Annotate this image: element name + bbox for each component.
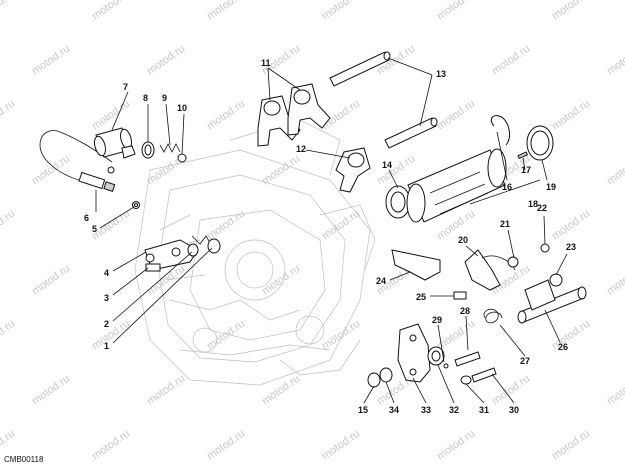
- engine-casing-outline: [134, 119, 376, 386]
- watermark-text: motod.ru: [550, 208, 592, 243]
- watermark-text: motod.ru: [550, 98, 592, 133]
- callout-9: 9: [162, 93, 167, 103]
- callout-29: 29: [432, 315, 442, 325]
- watermark-text: motod.ru: [260, 263, 302, 298]
- watermark-text: motod.ru: [605, 153, 625, 188]
- callout-15: 15: [358, 405, 368, 415]
- watermark-text: motod.ru: [0, 0, 17, 22]
- callout-33: 33: [421, 405, 431, 415]
- callout-25: 25: [416, 292, 426, 302]
- callout-31: 31: [479, 405, 489, 415]
- callout-2: 2: [104, 319, 109, 329]
- callout-6: 6: [84, 213, 89, 223]
- watermark-text: motod.ru: [205, 208, 247, 243]
- callout-labels: 1 2 3 4 5 6 7 8 9 10 11 12 13 14 15 16 1…: [84, 58, 576, 415]
- watermark-text: motod.ru: [90, 318, 132, 353]
- watermark-text: motod.ru: [605, 373, 625, 408]
- callout-32: 32: [449, 405, 459, 415]
- watermark-text: motod.ru: [550, 0, 592, 22]
- callout-26: 26: [558, 342, 568, 352]
- watermark-text: motod.ru: [205, 428, 247, 463]
- callout-11: 11: [261, 58, 271, 68]
- callout-13: 13: [436, 69, 446, 79]
- watermark-text: motod.ru: [435, 98, 477, 133]
- callout-8: 8: [143, 93, 148, 103]
- watermark-text: motod.ru: [90, 428, 132, 463]
- callout-21: 21: [500, 219, 510, 229]
- callout-22: 22: [537, 203, 547, 213]
- lower-plate-assembly: [367, 323, 497, 388]
- callout-7: 7: [123, 82, 128, 92]
- watermark-text: motod.ru: [320, 318, 362, 353]
- watermark-text: motod.ru: [30, 263, 72, 298]
- watermark-text: motod.ru: [435, 0, 477, 22]
- watermark-text: motod.ru: [490, 373, 532, 408]
- callout-5: 5: [92, 224, 97, 234]
- return-spring: [483, 308, 503, 324]
- gear-position-sensor: [39, 130, 140, 209]
- callout-23: 23: [566, 242, 576, 252]
- watermark-text: motod.ru: [205, 318, 247, 353]
- selector-detent-parts: [94, 127, 187, 163]
- shift-forks: [257, 83, 331, 147]
- watermark-text: motod.ru: [375, 153, 417, 188]
- watermark-text: motod.ru: [205, 0, 247, 22]
- watermark-text: motod.ru: [145, 43, 187, 78]
- watermark-text: motod.ru: [90, 0, 132, 22]
- callout-17: 17: [521, 165, 531, 175]
- gear-shift-shaft: [517, 273, 587, 324]
- watermark-text: motod.ru: [260, 373, 302, 408]
- callout-18: 18: [528, 199, 538, 209]
- watermark-text: motod.ru: [605, 43, 625, 78]
- drawing-code: CMB00118: [4, 455, 44, 464]
- watermark-text: motod.ru: [435, 428, 477, 463]
- callout-10: 10: [177, 103, 187, 113]
- callout-1: 1: [104, 341, 109, 351]
- callout-16: 16: [502, 182, 512, 192]
- watermark-text: motod.ru: [550, 428, 592, 463]
- watermark-text: motod.ru: [550, 318, 592, 353]
- shift-fork-single: [335, 147, 371, 193]
- callout-14: 14: [382, 160, 392, 170]
- callout-28: 28: [460, 306, 470, 316]
- watermark-text: motod.ru: [205, 98, 247, 133]
- callout-19: 19: [546, 182, 556, 192]
- watermark-text: motod.ru: [30, 373, 72, 408]
- watermark-text: motod.ru: [30, 43, 72, 78]
- shift-ratchet-parts: [391, 243, 550, 300]
- leader-lines: [95, 57, 568, 404]
- watermark-text: motod.ru: [320, 428, 362, 463]
- callout-34: 34: [389, 405, 399, 415]
- watermark-text: motod.ru: [605, 263, 625, 298]
- callout-4: 4: [104, 268, 109, 278]
- callout-20: 20: [458, 235, 468, 245]
- callout-27: 27: [520, 356, 530, 366]
- watermark-text: motod.ru: [145, 373, 187, 408]
- watermark-text: motod.ru: [320, 0, 362, 22]
- callout-3: 3: [104, 293, 109, 303]
- selector-drum: [385, 115, 554, 223]
- watermark-text: motod.ru: [0, 208, 17, 243]
- watermark-text: motod.ru: [30, 153, 72, 188]
- detent-lever-assembly: [144, 235, 221, 272]
- watermark-text: motod.ru: [0, 318, 17, 353]
- callout-30: 30: [509, 405, 519, 415]
- callout-12: 12: [296, 144, 306, 154]
- watermark-text: motod.ru: [90, 98, 132, 133]
- callout-24: 24: [376, 276, 386, 286]
- watermark-text: motod.ru: [0, 98, 17, 133]
- watermark-text: motod.ru: [490, 43, 532, 78]
